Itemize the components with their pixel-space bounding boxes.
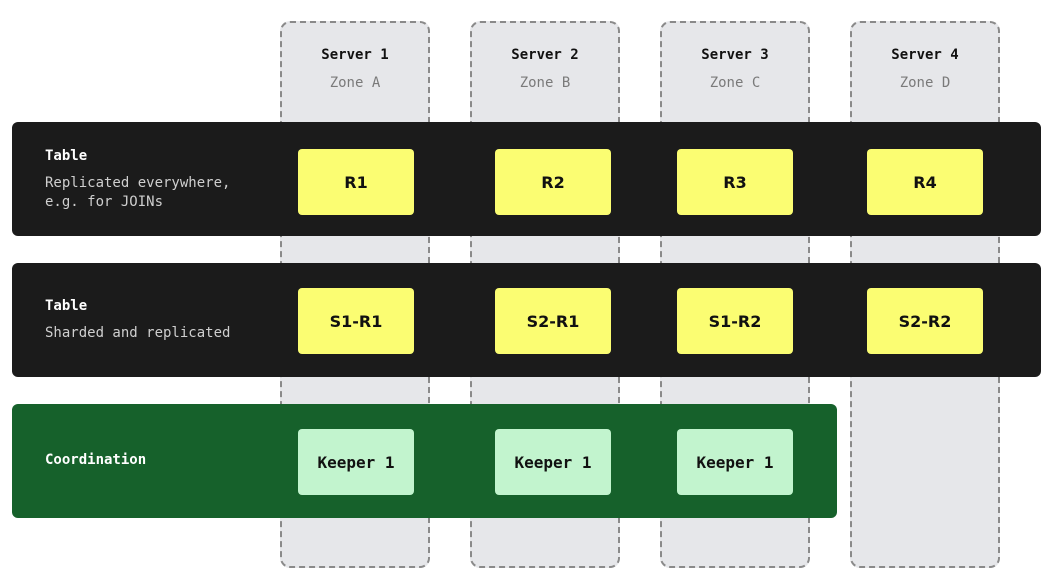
server-zone: Zone B [519,75,571,91]
replica-box: R4 [867,149,983,215]
replica-box: R2 [495,149,611,215]
server-title: Server 1 [321,47,389,63]
replica-box: R1 [298,149,414,215]
shard-replica-box: S1-R2 [677,288,793,354]
shard-replica-box: S2-R1 [495,288,611,354]
shard-replica-box: S1-R1 [298,288,414,354]
server-title: Server 2 [511,47,579,63]
server-zone: Zone C [709,75,761,91]
server-zone: Zone A [329,75,381,91]
row-title: Table [45,298,88,314]
server-title: Server 4 [891,47,959,63]
keeper-box: Keeper 1 [298,429,414,495]
row-description: Sharded and replicated [45,325,231,341]
replica-box: R3 [677,149,793,215]
server-title: Server 3 [701,47,769,63]
keeper-box: Keeper 1 [495,429,611,495]
row-title: Table [45,148,88,164]
row-description: Replicated everywhere, e.g. for JOINs [45,175,231,210]
row-title: Coordination [45,452,147,468]
server-zone: Zone D [899,75,951,91]
keeper-box: Keeper 1 [677,429,793,495]
shard-replica-box: S2-R2 [867,288,983,354]
